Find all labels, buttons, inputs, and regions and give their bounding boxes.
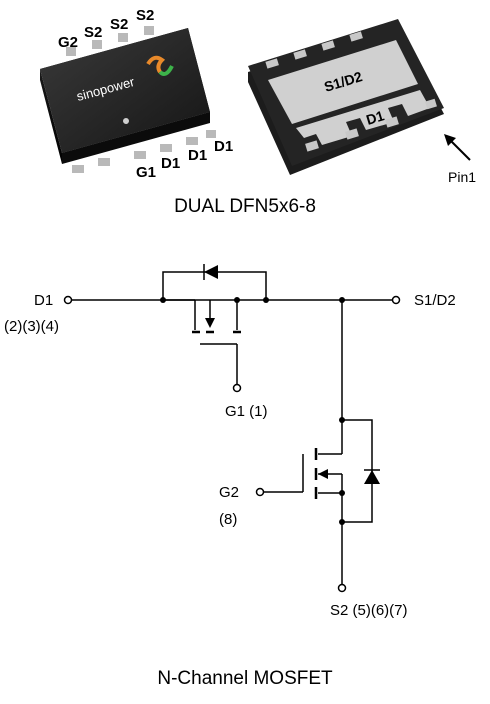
pin-pad xyxy=(186,137,198,145)
schematic-labels: D1 (2)(3)(4) S1/D2 G1 (1) G2 (8) S2 (5)(… xyxy=(4,292,456,619)
pin-pad xyxy=(118,33,128,42)
top-pin-label: S2 xyxy=(110,16,128,33)
g2-pin-label: (8) xyxy=(219,511,237,528)
g2-terminal xyxy=(255,487,265,497)
pin-pad xyxy=(305,140,319,152)
s2-label: S2 (5)(6)(7) xyxy=(330,602,408,619)
s2-terminal xyxy=(337,583,347,593)
bottom-pin-label: G1 xyxy=(136,164,156,181)
s1d2-label: S1/D2 xyxy=(414,292,456,309)
q1-body-arrow xyxy=(205,318,215,328)
pin-pad xyxy=(72,165,84,173)
top-pin-label: S2 xyxy=(84,24,102,41)
d1-pad xyxy=(296,90,430,145)
logo-mark-orange xyxy=(146,55,166,74)
q2-body-diode xyxy=(364,470,380,484)
s1d2-pad xyxy=(268,40,418,124)
pin-pad xyxy=(92,40,102,49)
pin-pad xyxy=(66,47,76,56)
package-top-view: sinopower G2 S2 S2 S2 G1 D1 D1 D1 xyxy=(40,7,233,181)
bottom-pin-label: D1 xyxy=(161,155,180,172)
pin-pad xyxy=(206,130,216,138)
pin-pad xyxy=(98,158,110,166)
s1d2-terminal xyxy=(391,295,401,305)
g2-label: G2 xyxy=(219,484,239,501)
pin1-dot xyxy=(123,118,129,124)
top-pin-label: S2 xyxy=(136,7,154,24)
schematic xyxy=(63,264,401,593)
q1-body-diode xyxy=(204,265,218,279)
pin-pad xyxy=(425,98,437,110)
pin-pad xyxy=(385,116,399,128)
bottom-pin-label: D1 xyxy=(214,138,233,155)
pin1-label: Pin1 xyxy=(448,169,476,185)
g1-label: G1 (1) xyxy=(225,403,268,420)
device-type-caption: N-Channel MOSFET xyxy=(157,668,333,689)
junction-dot xyxy=(339,519,345,525)
d1-terminal xyxy=(63,295,73,305)
d1-label: D1 xyxy=(34,292,53,309)
pin-pad xyxy=(160,144,172,152)
q2-body-arrow xyxy=(318,469,328,479)
chip-side-front xyxy=(62,112,210,164)
pin-pad xyxy=(134,151,146,159)
pin-pad xyxy=(321,40,335,51)
pin-pad xyxy=(265,58,279,69)
pin1-arrow-shaft xyxy=(449,139,471,161)
junction-dot xyxy=(234,297,240,303)
pin-pad xyxy=(345,128,359,140)
bottom-pin-label: D1 xyxy=(188,147,207,164)
junction-dot xyxy=(263,297,269,303)
pin1-arrowhead xyxy=(444,134,456,146)
pin-pad xyxy=(349,31,363,42)
package-name: DUAL DFN5x6-8 xyxy=(174,196,316,217)
pin-pad xyxy=(293,49,307,60)
package-bottom-view: S1/D2 D1 Pin1 xyxy=(248,19,476,185)
chip-side-left xyxy=(40,69,62,164)
chip-top xyxy=(40,28,210,153)
top-pin-label: G2 xyxy=(58,34,78,51)
d1-pad-label: D1 xyxy=(364,107,386,128)
logo-mark-green xyxy=(158,65,174,76)
q2-diode-loop xyxy=(342,419,373,523)
g1-terminal xyxy=(232,383,242,393)
junction-dot xyxy=(160,297,166,303)
pin-pad xyxy=(144,26,154,35)
d1-pins-label: (2)(3)(4) xyxy=(4,318,59,335)
